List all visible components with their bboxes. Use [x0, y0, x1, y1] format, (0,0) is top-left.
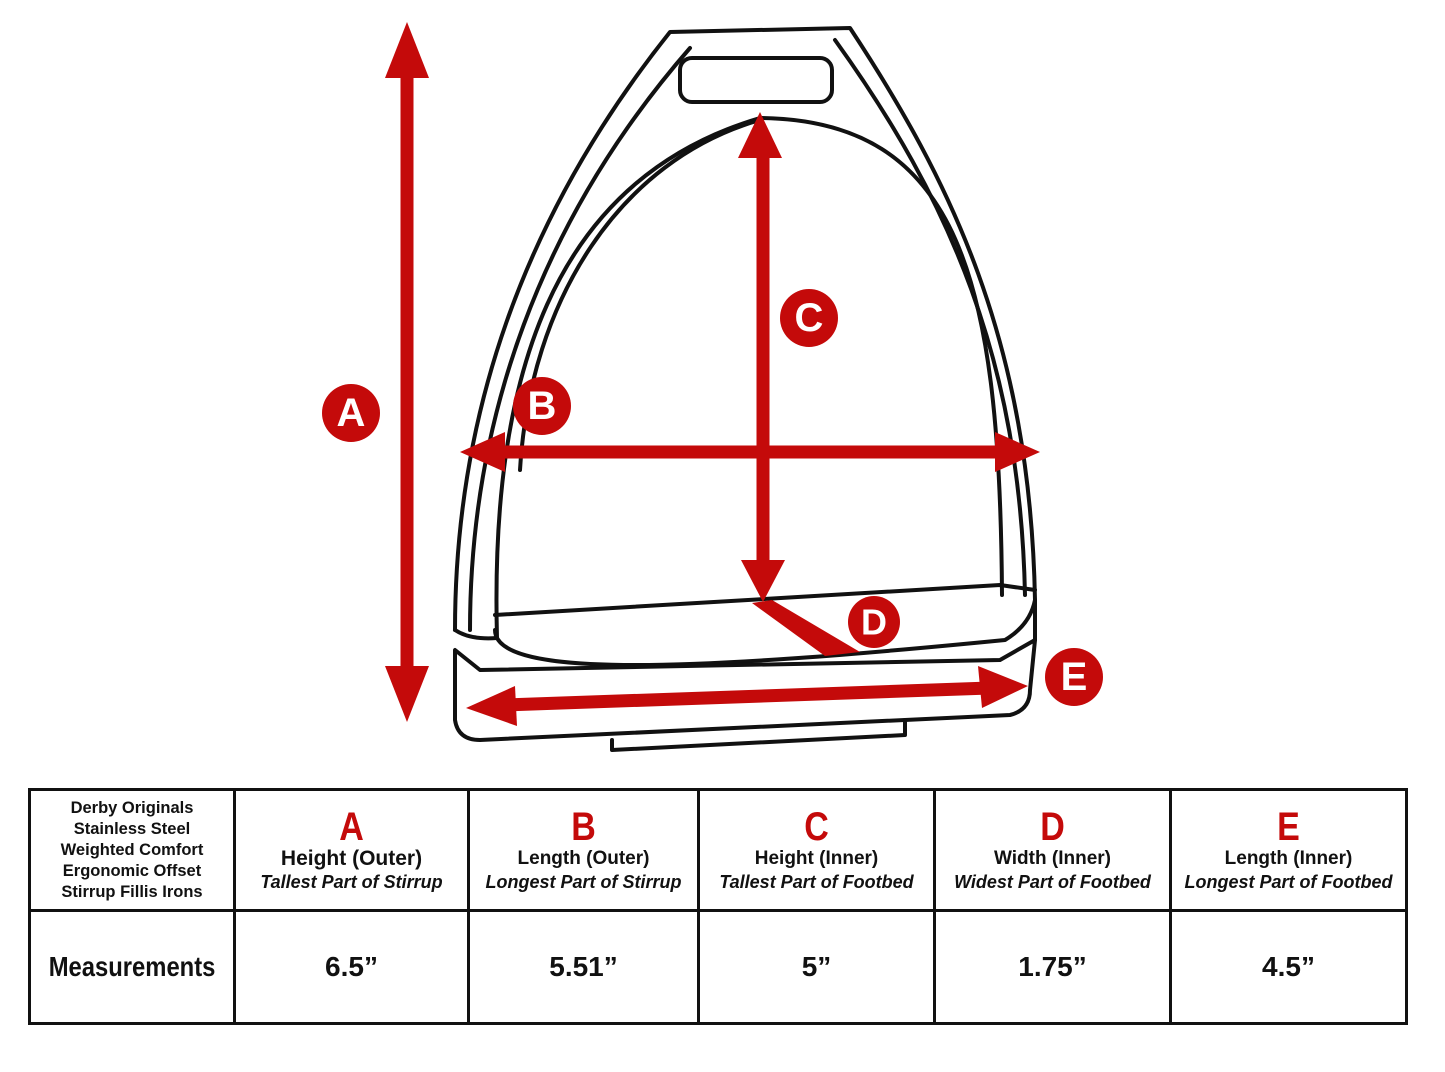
- product-line: Stainless Steel: [73, 819, 191, 838]
- arrow-d: [752, 600, 860, 656]
- column-subtitle: Longest Part of Stirrup: [485, 872, 682, 892]
- arrow-c: [738, 112, 785, 602]
- arrow-a: [385, 22, 429, 722]
- product-line: Ergonomic Offset: [62, 861, 202, 880]
- product-line: Derby Originals: [70, 798, 194, 817]
- row-label: Measurements: [48, 951, 216, 982]
- column-title: Length (Outer): [517, 848, 650, 869]
- label-d: D: [861, 602, 887, 643]
- column-letter: B: [571, 805, 596, 849]
- label-e: E: [1061, 655, 1088, 699]
- value-c: 5”: [697, 909, 936, 1025]
- column-title: Height (Outer): [280, 847, 423, 870]
- column-title: Width (Inner): [994, 848, 1111, 869]
- column-subtitle: Widest Part of Footbed: [954, 872, 1151, 892]
- product-line: Stirrup Fillis Irons: [61, 882, 203, 901]
- label-b: B: [528, 384, 557, 428]
- label-badges: A B C D E: [322, 289, 1103, 706]
- stirrup-diagram: A B C D E: [322, 22, 1103, 752]
- column-letter: E: [1277, 805, 1300, 849]
- column-subtitle: Tallest Part of Footbed: [719, 872, 914, 892]
- column-title: Length (Inner): [1224, 848, 1353, 869]
- product-name-cell: Derby Originals Stainless Steel Weighted…: [28, 788, 236, 912]
- row-label-cell: Measurements: [28, 909, 236, 1025]
- column-subtitle: Tallest Part of Stirrup: [260, 872, 443, 892]
- column-letter: A: [339, 805, 364, 849]
- label-c: C: [795, 296, 824, 340]
- value-d: 1.75”: [933, 909, 1172, 1025]
- column-subtitle: Longest Part of Footbed: [1184, 872, 1393, 892]
- table-header-row: Derby Originals Stainless Steel Weighted…: [28, 788, 1408, 912]
- value-b: 5.51”: [467, 909, 700, 1025]
- column-title: Height (Inner): [754, 848, 879, 869]
- column-letter: C: [804, 805, 829, 849]
- product-line: Weighted Comfort: [60, 840, 204, 859]
- arrow-e: [466, 666, 1028, 726]
- value-a: 6.5”: [233, 909, 470, 1025]
- column-letter: D: [1040, 805, 1065, 849]
- label-a: A: [337, 391, 366, 435]
- measurements-table: Derby Originals Stainless Steel Weighted…: [28, 788, 1408, 1025]
- measurement-arrows: [385, 22, 1040, 726]
- value-e: 4.5”: [1169, 909, 1408, 1025]
- arrow-b: [460, 432, 1040, 472]
- measurements-row: Measurements 6.5” 5.51” 5” 1.75” 4.5”: [28, 909, 1408, 1025]
